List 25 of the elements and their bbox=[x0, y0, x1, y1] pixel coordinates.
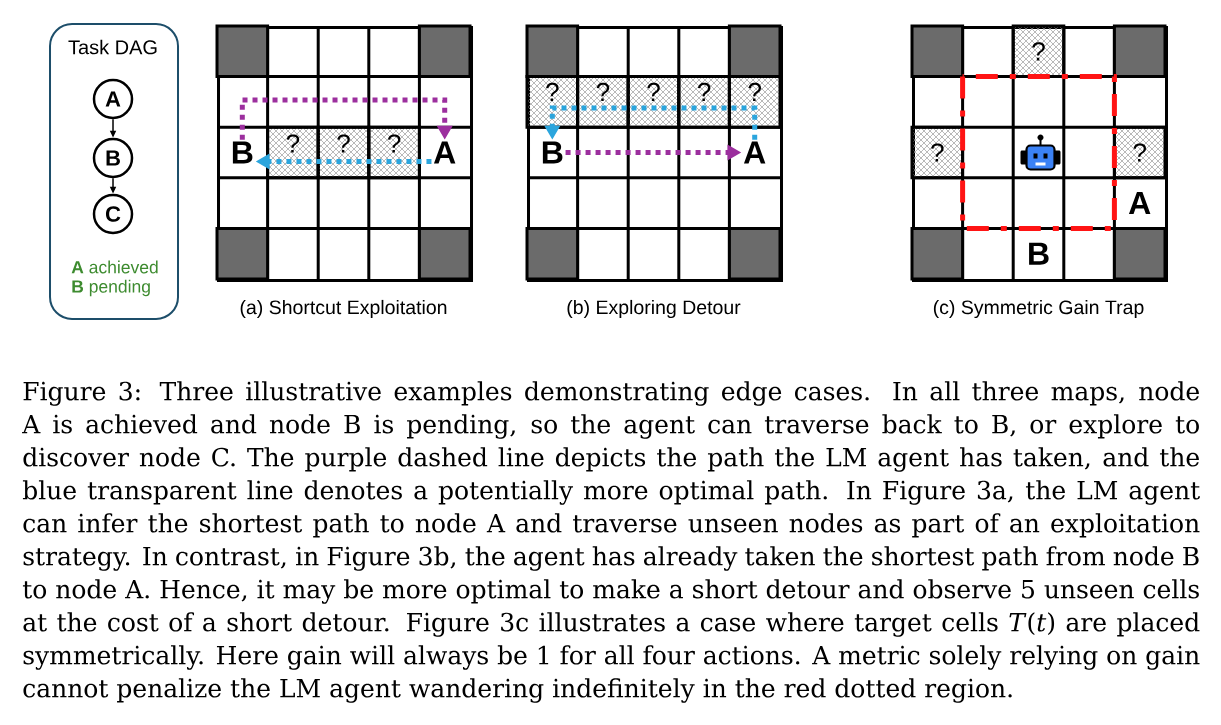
cell-letter: B bbox=[1029, 242, 1049, 265]
question-mark: ? bbox=[697, 82, 711, 101]
status-text: A achieved bbox=[71, 260, 158, 274]
panel-title: Task DAG bbox=[68, 39, 157, 55]
question-mark: ? bbox=[387, 134, 401, 153]
question-mark: ? bbox=[337, 134, 350, 153]
question-mark: ? bbox=[1133, 143, 1146, 162]
question-mark: ? bbox=[748, 82, 761, 101]
status-text: B pending bbox=[72, 279, 150, 297]
question-mark: ? bbox=[931, 143, 944, 162]
question-mark: ? bbox=[546, 82, 559, 101]
cell-letter: A bbox=[743, 141, 766, 164]
question-mark: ? bbox=[286, 134, 300, 153]
cell-letter: A bbox=[433, 141, 456, 164]
cell-letter: B bbox=[542, 141, 563, 164]
question-mark: ? bbox=[647, 82, 660, 101]
figure-caption: Figure 3: Three illustrative examples demonstrating edge cases. In all three maps, node A is achieved and node B is pending, so the agent can traverse back to B, or explore to discover node C. The purple dashed line depicts the path the LM agent has taken, and the blue transparent line denotes a potentially more optimal path. In Figure 3a, the LM agent can infer the shortest path to node A and traverse unseen nodes as part of an exploitation strategy. In contrast, in Figure 3b, the agent has already taken the shortest path from node B to node A. Hence, it may be more optimal to make a short detour and observe 5 unseen cells at the cost of a short detour. Figure 3c illustrates a case where target cells T(t) are placed symmetrically. Here gain will always be 1 for all four actions. A metric solely relying on gain cannot penalize the LM agent wandering indefinitely in the red dotted region. bbox=[22, 381, 1200, 703]
cell-letter: A bbox=[1128, 192, 1151, 215]
question-mark: ? bbox=[596, 82, 610, 101]
panel-caption: (b) Exploring Detour bbox=[567, 299, 741, 319]
panel-caption: (c) Symmetric Gain Trap bbox=[933, 299, 1144, 319]
panel-caption: (a) Shortcut Exploitation bbox=[240, 299, 447, 319]
dotted-path-arrow bbox=[239, 97, 453, 140]
cell-letter: B bbox=[232, 141, 253, 164]
question-mark: ? bbox=[1032, 42, 1045, 61]
